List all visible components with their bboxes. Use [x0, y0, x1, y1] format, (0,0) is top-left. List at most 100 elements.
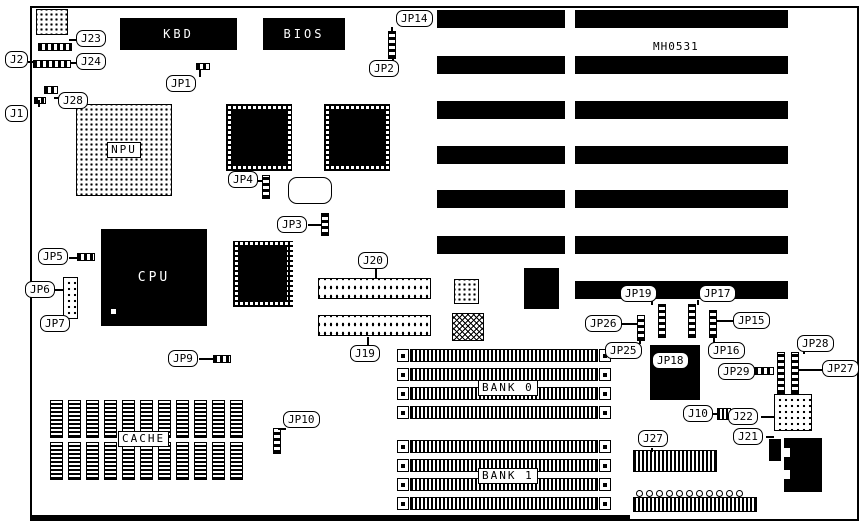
callout-jp5: JP5	[38, 248, 68, 265]
leader-line	[716, 320, 735, 322]
cpu-chip: CPU	[101, 229, 207, 326]
pin-header-jp3	[321, 213, 329, 236]
j19-connector	[318, 315, 431, 336]
simm-end	[397, 368, 409, 381]
leader-line	[799, 369, 823, 371]
j20-connector	[318, 278, 431, 299]
leader-line	[697, 300, 699, 305]
bank1-label: BANK 1	[478, 468, 538, 484]
part-number: MH0531	[653, 40, 699, 53]
simm-end	[599, 406, 611, 419]
npu-label: NPU	[107, 142, 141, 158]
leader-line	[278, 428, 286, 430]
din-notch	[784, 448, 790, 457]
pin-header-jp14-jp2	[388, 31, 396, 59]
leader-line	[54, 97, 61, 99]
qfp-chip	[324, 104, 390, 171]
qfp-chip	[226, 104, 292, 171]
leader-line	[713, 338, 715, 344]
leader-line	[615, 323, 638, 325]
pin-header-jp19-jp25	[658, 304, 666, 338]
simm-end	[397, 349, 409, 362]
cache-chip	[104, 442, 117, 480]
callout-j10: J10	[683, 405, 713, 422]
small-socket-chip	[454, 279, 479, 304]
leader-line	[803, 350, 805, 354]
bios-chip: BIOS	[263, 18, 345, 50]
cpu-pin1-notch	[111, 309, 116, 314]
callout-jp4: JP4	[228, 171, 258, 188]
pin-circle	[666, 490, 673, 497]
leader-line	[199, 69, 201, 77]
leader-line	[761, 416, 774, 418]
leader-line	[55, 289, 63, 291]
isa-slot	[575, 281, 788, 299]
cache-chip	[212, 442, 225, 480]
callout-jp1: JP1	[166, 75, 196, 92]
leader-line	[639, 338, 641, 344]
pin-circle	[676, 490, 683, 497]
leader-line	[651, 448, 653, 452]
callout-jp3: JP3	[277, 216, 307, 233]
isa-slot	[575, 146, 788, 164]
cache-chip	[176, 400, 189, 438]
cpu-chip-label: CPU	[137, 270, 171, 285]
pin-header-jp5	[77, 253, 95, 261]
leader-line	[71, 62, 77, 64]
callout-j23: J23	[76, 30, 106, 47]
callout-jp17: JP17	[699, 285, 736, 302]
callout-jp16: JP16	[708, 342, 745, 359]
pin-header-jp10	[273, 428, 281, 454]
j27-connector	[633, 450, 717, 472]
simm-end	[599, 497, 611, 510]
cache-chip	[68, 400, 81, 438]
leader-line	[392, 57, 394, 62]
din-notch	[784, 470, 790, 479]
isa-slot	[437, 146, 565, 164]
callout-jp18: JP18	[652, 352, 689, 369]
pin-circle	[736, 490, 743, 497]
keyboard-din-connector	[784, 438, 822, 492]
callout-jp19: JP19	[620, 285, 657, 302]
isa-slot	[437, 101, 565, 119]
simm-end	[397, 387, 409, 400]
pin-circle	[706, 490, 713, 497]
bios-chip-label: BIOS	[283, 27, 325, 41]
callout-jp10: JP10	[283, 411, 320, 428]
leader-line	[651, 300, 653, 305]
hatched-chip	[452, 313, 484, 341]
pin-header-j28	[44, 86, 58, 94]
qfp-chip-body	[330, 110, 384, 165]
pin-circle	[636, 490, 643, 497]
callout-j1: J1	[5, 105, 29, 122]
cache-chip	[122, 442, 135, 480]
simm-socket	[410, 406, 598, 419]
simm-socket	[410, 349, 598, 362]
pin-header-jp15	[709, 310, 717, 338]
qfp-chip-body	[232, 110, 286, 165]
board-edge-connector	[30, 515, 630, 521]
simm-end	[397, 440, 409, 453]
leader-line	[711, 413, 718, 415]
qfp-chip-body	[239, 247, 287, 301]
kbd-chip: KBD	[120, 18, 237, 50]
simm-end	[397, 478, 409, 491]
simm-socket	[410, 440, 598, 453]
leader-line	[391, 27, 393, 32]
qfp-chip	[233, 241, 293, 307]
simm-end	[599, 440, 611, 453]
power-connector	[633, 487, 757, 513]
simm-end	[397, 497, 409, 510]
callout-jp14: JP14	[396, 10, 433, 27]
pin-circle	[656, 490, 663, 497]
pin-circle	[726, 490, 733, 497]
pin-header-jp9	[213, 355, 231, 363]
callout-j28: J28	[58, 92, 88, 109]
cache-chip	[212, 400, 225, 438]
cache-chip	[86, 442, 99, 480]
callout-jp9: JP9	[168, 350, 198, 367]
cache-label: CACHE	[118, 431, 170, 447]
cache-chip	[158, 442, 171, 480]
simm-end	[599, 368, 611, 381]
